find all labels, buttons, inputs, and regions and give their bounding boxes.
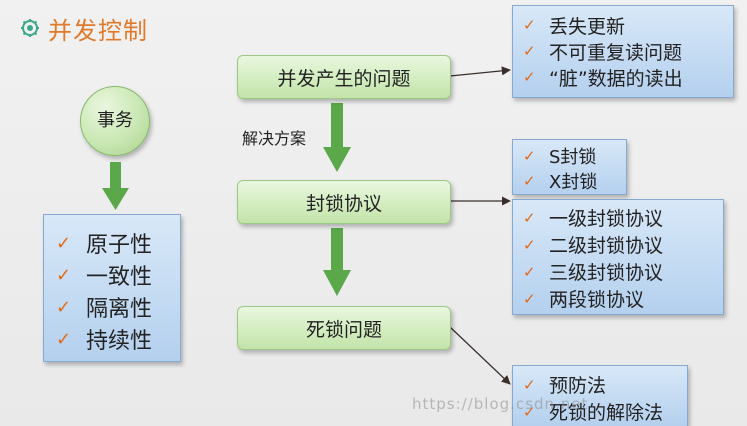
- connector-deadlock: [449, 326, 511, 385]
- check-icon: ✓: [523, 68, 536, 86]
- arrow-down-1: [323, 103, 351, 172]
- page-title: 并发控制: [48, 16, 148, 45]
- check-icon: ✓: [523, 16, 536, 34]
- arrow-down-2: [323, 228, 351, 296]
- deadlock-solutions-list: ✓预防法 ✓死锁的解除法: [512, 365, 688, 426]
- check-icon: ✓: [523, 402, 536, 421]
- list-item: ✓死锁的解除法: [523, 402, 664, 424]
- check-icon: ✓: [56, 328, 72, 350]
- check-icon: ✓: [523, 289, 536, 308]
- gear-bullet-icon: [21, 19, 39, 37]
- list-item: ✓三级封锁协议: [523, 262, 664, 284]
- list-item: ✓S封锁: [523, 146, 597, 168]
- list-item: ✓一致性: [56, 264, 153, 291]
- process-deadlock: 死锁问题: [237, 306, 451, 350]
- check-icon: ✓: [523, 262, 536, 281]
- check-icon: ✓: [56, 232, 72, 254]
- solution-label: 解决方案: [242, 129, 307, 148]
- title-area: 并发控制: [20, 10, 148, 46]
- lock-types-list: ✓S封锁 ✓X封锁: [512, 139, 627, 195]
- connector-problems: [449, 66, 511, 77]
- transaction-circle: 事务: [80, 86, 150, 156]
- list-item: ✓持续性: [56, 328, 153, 355]
- list-item: ✓二级封锁协议: [523, 235, 664, 257]
- check-icon: ✓: [523, 146, 536, 165]
- watermark: https://blog.csdn.net: [412, 395, 589, 413]
- list-item: ✓X封锁: [523, 171, 598, 193]
- list-item: ✓两段锁协议: [523, 289, 645, 311]
- check-icon: ✓: [523, 375, 536, 394]
- list-item: ✓原子性: [56, 232, 153, 259]
- acid-list: ✓原子性 ✓一致性 ✓隔离性 ✓持续性: [43, 214, 181, 362]
- protocols-list: ✓一级封锁协议 ✓二级封锁协议 ✓三级封锁协议 ✓两段锁协议: [512, 199, 724, 315]
- list-item: ✓隔离性: [56, 296, 153, 323]
- list-item: ✓不可重复读问题: [523, 41, 683, 64]
- process-concurrency-problems: 并发产生的问题: [237, 55, 451, 99]
- list-item: ✓“脏”数据的读出: [523, 67, 683, 90]
- check-icon: ✓: [523, 235, 536, 254]
- list-item: ✓丢失更新: [523, 15, 626, 38]
- check-icon: ✓: [56, 264, 72, 286]
- list-item: ✓预防法: [523, 375, 607, 397]
- process-locking-protocol: 封锁协议: [237, 180, 451, 224]
- check-icon: ✓: [523, 42, 536, 60]
- list-item: ✓一级封锁协议: [523, 208, 664, 230]
- check-icon: ✓: [56, 296, 72, 318]
- arrow-down-event: [102, 162, 129, 210]
- check-icon: ✓: [523, 171, 536, 190]
- problems-list: ✓丢失更新 ✓不可重复读问题 ✓“脏”数据的读出: [512, 5, 734, 98]
- check-icon: ✓: [523, 208, 536, 227]
